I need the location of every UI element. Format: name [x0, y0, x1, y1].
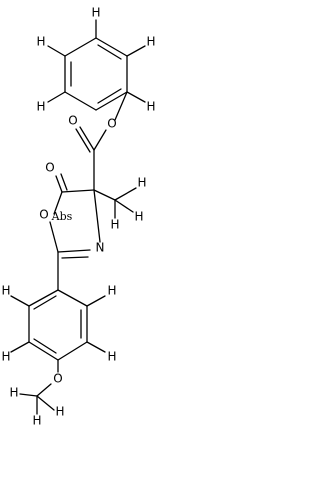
- hydrogen-label: H: [91, 6, 100, 20]
- phenyl-ring: [64, 37, 128, 111]
- oxazolone-ring: O O Abs N: [39, 161, 104, 259]
- hydrogen-label: H: [110, 218, 119, 232]
- methoxy-oxygen-label: O: [53, 372, 62, 386]
- hydrogen-label: H: [9, 386, 18, 400]
- methoxy-group: O H H H: [9, 359, 65, 428]
- hydrogen-label: H: [32, 414, 41, 428]
- hydrogen-label: H: [36, 100, 45, 114]
- ester-group: O O: [68, 91, 128, 191]
- stereo-abs-label: Abs: [51, 210, 73, 223]
- lactone-carbonyl-oxygen-label: O: [45, 161, 54, 175]
- hydrogen-label: H: [36, 35, 45, 49]
- hydrogen-label: H: [134, 210, 143, 224]
- methoxyphenyl-hydrogens: H H H H: [1, 284, 116, 364]
- hydrogen-label: H: [1, 284, 10, 298]
- phenyl-hydrogens: H H H H H: [36, 6, 155, 114]
- hydrogen-label: H: [137, 176, 146, 190]
- ring-oxygen-label: O: [39, 208, 48, 222]
- methoxyphenyl-ring: [28, 251, 88, 361]
- molecule-structure: H H H H H O O H H H O O Abs N: [1, 6, 155, 428]
- carbonyl-oxygen-label: O: [68, 114, 77, 128]
- ester-oxygen-label: O: [107, 117, 116, 131]
- ring-nitrogen-label: N: [96, 241, 105, 255]
- hydrogen-label: H: [107, 350, 116, 364]
- molecule-canvas: H H H H H O O H H H O O Abs N: [1, 6, 155, 428]
- hydrogen-label: H: [146, 100, 155, 114]
- hydrogen-label: H: [107, 284, 116, 298]
- methyl-group: H H H: [93, 176, 147, 232]
- hydrogen-label: H: [146, 35, 155, 49]
- hydrogen-label: H: [55, 405, 64, 419]
- hydrogen-label: H: [1, 350, 10, 364]
